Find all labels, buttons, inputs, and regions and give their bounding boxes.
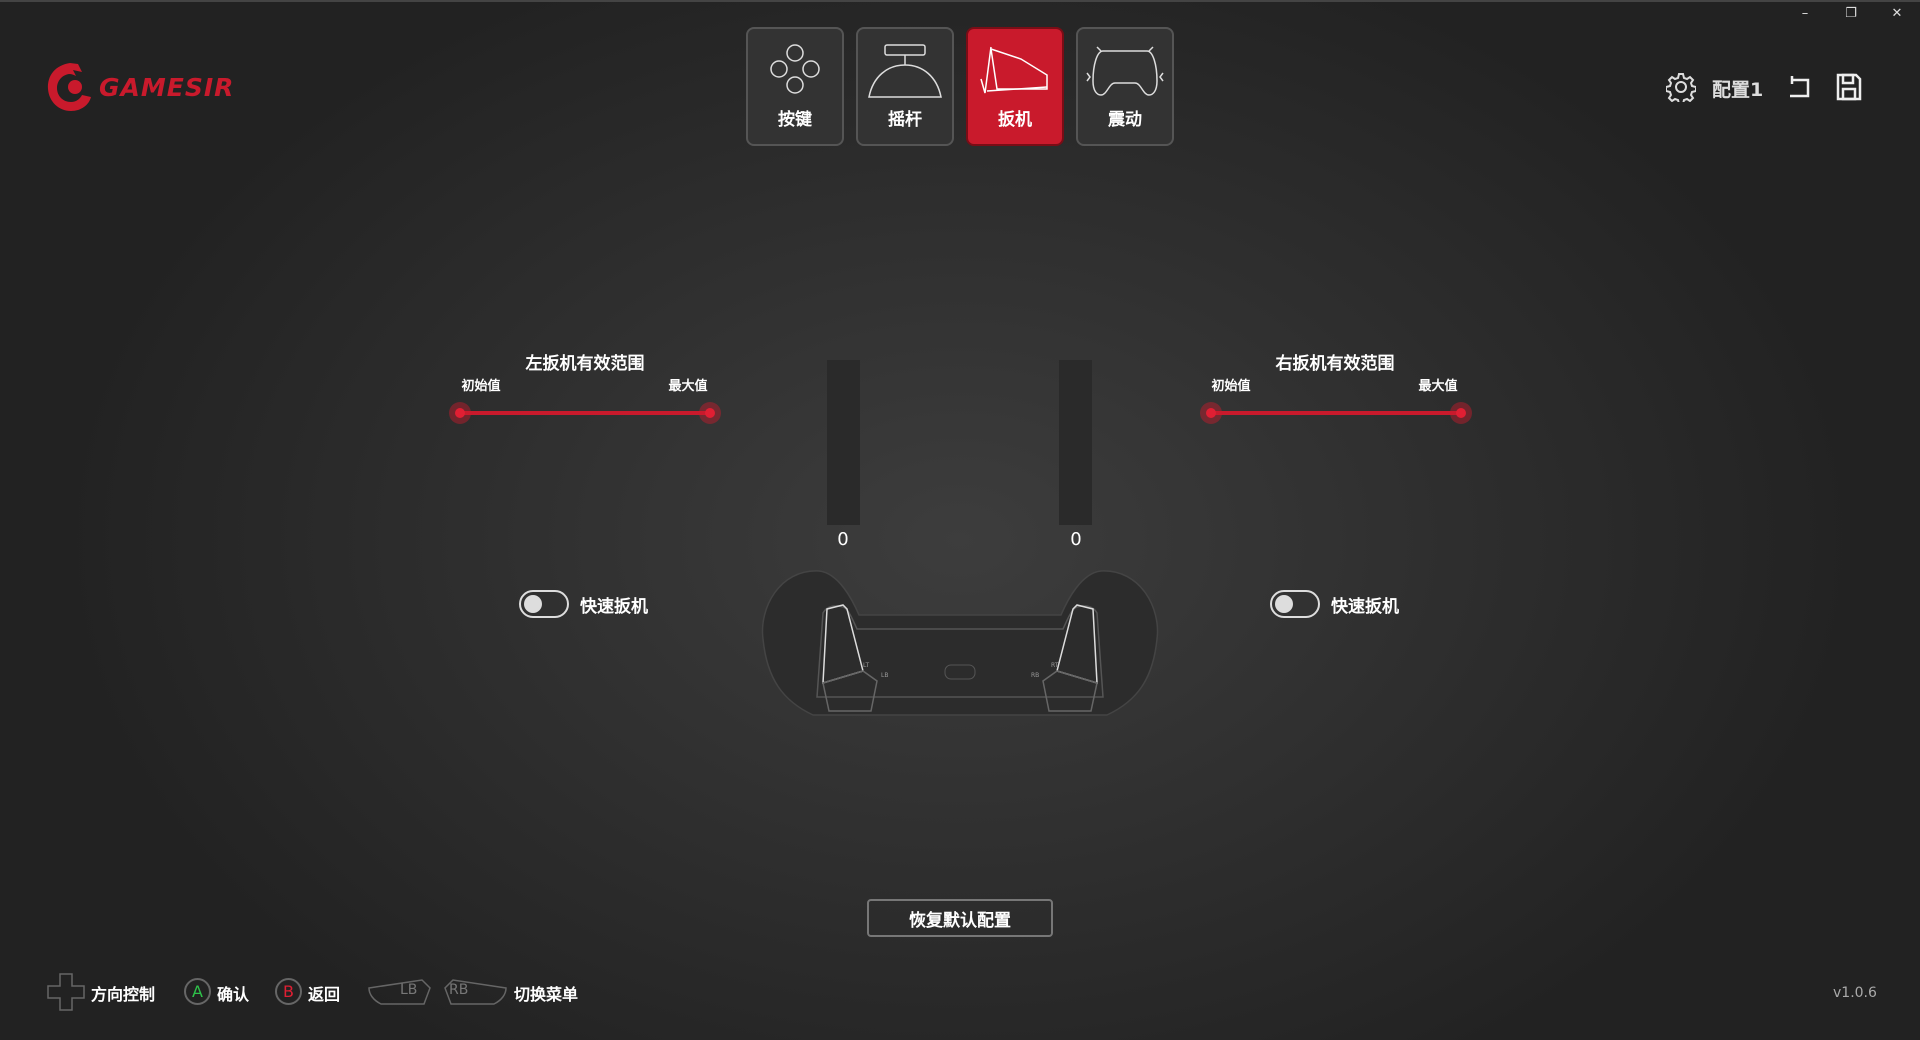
- left-max-handle[interactable]: [699, 402, 721, 424]
- b-button-icon: B: [275, 978, 302, 1005]
- rb-bumper-icon: RB: [443, 978, 508, 1006]
- right-trigger-value: 0: [1070, 529, 1082, 550]
- undo-icon[interactable]: [1786, 74, 1812, 100]
- gamesir-logo-icon: [47, 63, 91, 111]
- buttons-icon: [770, 44, 820, 94]
- dpad-icon: [47, 973, 85, 1011]
- tab-joystick[interactable]: 摇杆: [856, 27, 954, 146]
- trigger-icon: [980, 46, 1048, 94]
- left-min-label: 初始值: [461, 379, 501, 394]
- right-quick-trigger-label: 快速扳机: [1331, 597, 1399, 617]
- lb-bumper-icon: LB: [367, 978, 432, 1006]
- tab-trigger[interactable]: 扳机: [966, 27, 1064, 146]
- right-trigger-title: 右扳机有效范围: [1275, 354, 1395, 374]
- hint-back-label: 返回: [308, 985, 341, 1004]
- rt-label: RT: [1051, 662, 1059, 669]
- left-trigger-title: 左扳机有效范围: [525, 354, 645, 374]
- left-max-label: 最大值: [668, 379, 708, 394]
- vibration-icon: [1086, 46, 1164, 96]
- tab-label: 震动: [1108, 110, 1142, 130]
- hint-dpad-label: 方向控制: [91, 985, 156, 1004]
- left-quick-trigger-label: 快速扳机: [580, 597, 648, 617]
- reset-default-button[interactable]: 恢复默认配置: [867, 899, 1053, 937]
- rb-text: RB: [449, 982, 469, 998]
- joystick-icon: [868, 44, 942, 98]
- lt-label: LT: [863, 662, 870, 669]
- tab-label: 按键: [778, 110, 812, 130]
- right-min-handle[interactable]: [1200, 402, 1222, 424]
- right-range-track: [1211, 411, 1461, 415]
- lb-text: LB: [400, 982, 418, 998]
- right-trigger-meter: [1059, 360, 1092, 525]
- hint-switch-menu-label: 切换菜单: [514, 985, 579, 1004]
- left-min-handle[interactable]: [449, 402, 471, 424]
- version-label: v1.0.6: [1833, 985, 1877, 1001]
- lb-label: LB: [881, 672, 888, 679]
- tab-vibration[interactable]: 震动: [1076, 27, 1174, 146]
- tab-label: 扳机: [998, 110, 1032, 130]
- controller-top-view: LT LB RT RB: [761, 570, 1159, 716]
- restore-button[interactable]: ❐: [1845, 6, 1857, 21]
- right-min-label: 初始值: [1211, 379, 1251, 394]
- right-max-label: 最大值: [1418, 379, 1458, 394]
- save-icon[interactable]: [1836, 73, 1862, 101]
- hint-confirm-label: 确认: [217, 985, 250, 1004]
- close-button[interactable]: ✕: [1891, 6, 1903, 21]
- minimize-button[interactable]: –: [1801, 6, 1809, 21]
- tab-label: 摇杆: [888, 110, 922, 130]
- right-quick-trigger-toggle[interactable]: [1270, 590, 1320, 618]
- tab-buttons[interactable]: 按键: [746, 27, 844, 146]
- profile-name[interactable]: 配置1: [1712, 79, 1764, 101]
- left-quick-trigger-toggle[interactable]: [519, 590, 569, 618]
- right-max-handle[interactable]: [1450, 402, 1472, 424]
- top-border: [0, 0, 1920, 2]
- a-button-icon: A: [184, 978, 211, 1005]
- left-range-track: [460, 411, 710, 415]
- brand-name: GAMESIR: [99, 72, 235, 102]
- left-trigger-value: 0: [837, 529, 849, 550]
- rb-label: RB: [1031, 672, 1039, 679]
- gamesir-logo: GAMESIR: [45, 61, 234, 113]
- left-trigger-meter: [827, 360, 860, 525]
- gear-icon[interactable]: [1666, 72, 1696, 102]
